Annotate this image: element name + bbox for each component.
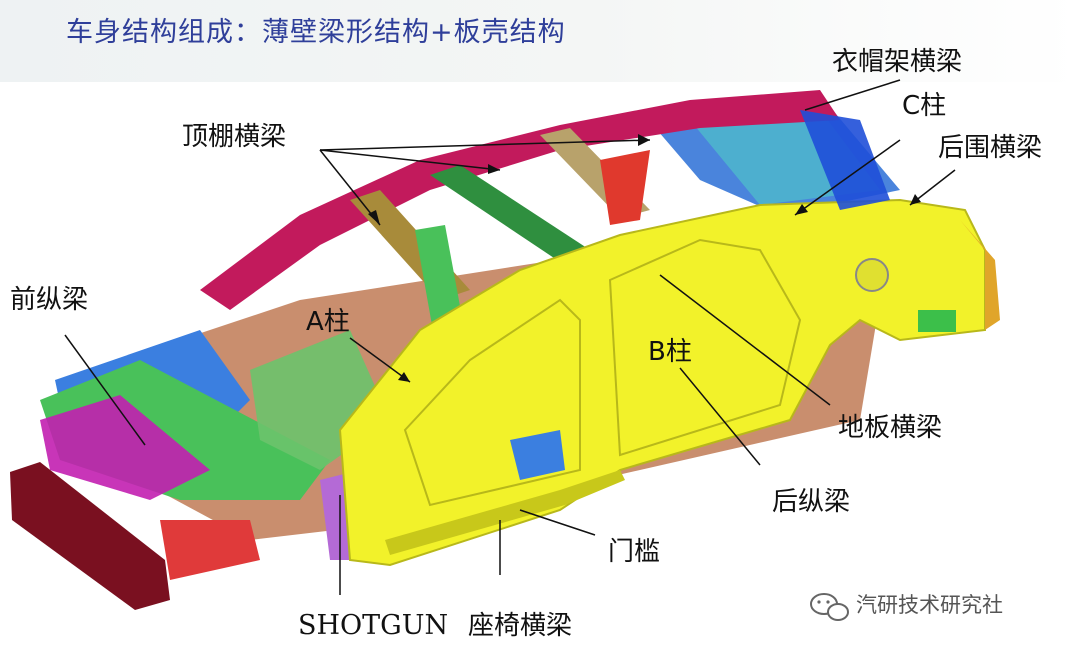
side-body-panel (338, 198, 986, 567)
label-door-sill: 门槛 (608, 537, 660, 567)
leader-arrowheads (368, 134, 921, 382)
seat-beam-blue (510, 430, 565, 480)
leader-lines (64, 79, 956, 595)
roof-frame (200, 90, 840, 310)
label-b-pillar: B柱 (648, 337, 692, 367)
label-a-pillar: A柱 (306, 307, 350, 337)
front-lower-red (160, 520, 260, 580)
watermark-text: 汽研技术研究社 (856, 593, 1003, 617)
door-sill-bar (385, 470, 625, 555)
label-rear-wall-beam: 后围横梁 (938, 133, 1042, 163)
label-shotgun: SHOTGUN (298, 610, 448, 641)
header-band (0, 0, 1080, 82)
rear-green-patch (918, 310, 956, 332)
label-front-rail: 前纵梁 (10, 285, 88, 315)
label-rear-rail: 后纵梁 (772, 487, 850, 517)
front-magenta-part (40, 395, 210, 500)
label-coat-rack-beam: 衣帽架横梁 (832, 47, 962, 77)
label-c-pillar: C柱 (902, 91, 946, 121)
page-title: 车身结构组成：薄壁梁形结构+板壳结构 (66, 17, 566, 48)
label-roof-beam: 顶棚横梁 (182, 122, 286, 152)
red-inner-pillar (600, 150, 650, 225)
wechat-logo-icon (810, 593, 849, 621)
c-pillar-blue (800, 110, 890, 210)
fuel-door (855, 258, 889, 292)
label-floor-cross-beam: 地板横梁 (838, 413, 942, 443)
label-seat-beam: 座椅横梁 (468, 611, 572, 641)
front-bumper-beam (10, 462, 170, 610)
rear-orange-part (960, 220, 1000, 330)
roof-beam-2 (430, 165, 590, 262)
